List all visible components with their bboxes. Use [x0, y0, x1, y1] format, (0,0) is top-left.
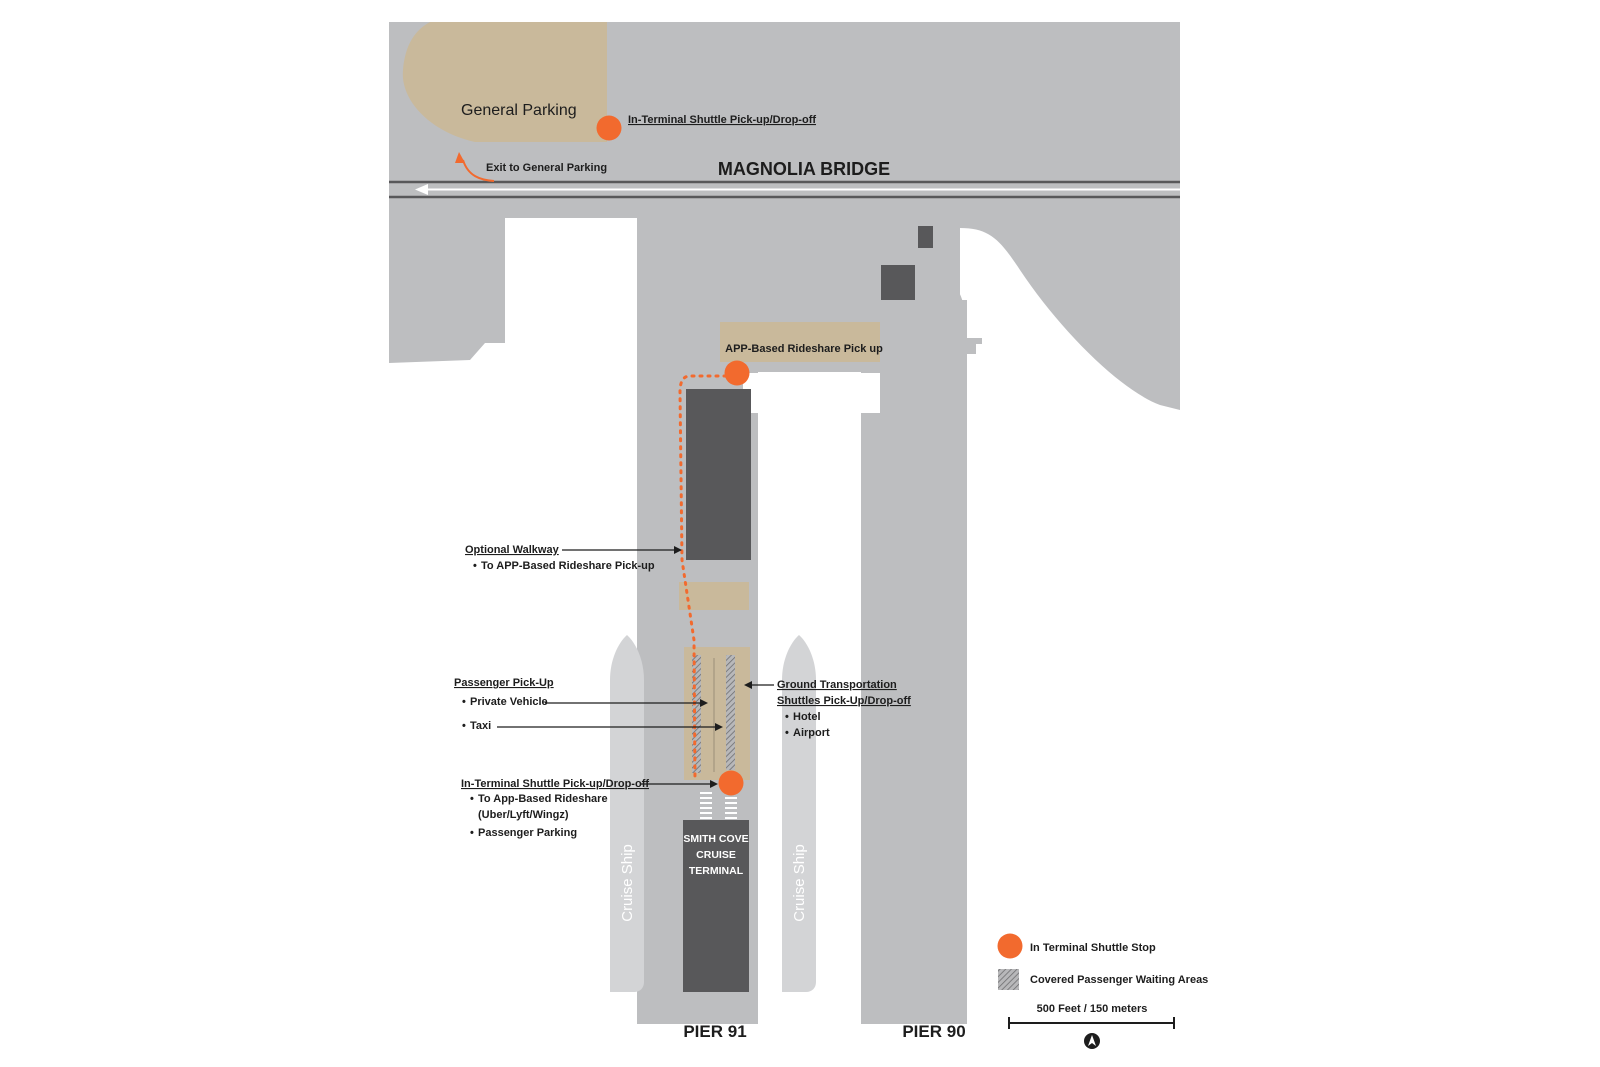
cruise-ship-left	[610, 635, 644, 992]
magnolia-bridge-road	[389, 180, 1180, 199]
pier-gap-cut	[743, 373, 880, 413]
covered-waiting-area	[692, 655, 701, 773]
covered-waiting-area	[726, 655, 735, 770]
pier90-land	[861, 300, 967, 1024]
airport-bullet: •	[785, 727, 789, 739]
passenger-parking-bullet: •	[470, 827, 474, 839]
legend-waiting-area-icon	[998, 969, 1019, 990]
shuttle-top-label: In-Terminal Shuttle Pick-up/Drop-off	[628, 114, 816, 126]
taxi-bullet: •	[462, 720, 466, 732]
terminal-label-3: TERMINAL	[689, 865, 744, 877]
shuttle-stop-icon	[724, 360, 750, 386]
scale-label: 500 Feet / 150 meters	[1037, 1003, 1148, 1015]
taxi-label: Taxi	[470, 720, 491, 732]
optional-walkway-label: Optional Walkway	[465, 544, 560, 556]
exit-arrow-head	[455, 152, 465, 163]
general-parking-label: General Parking	[461, 102, 577, 119]
ground-transport-label-1: Ground Transportation	[777, 679, 897, 691]
pier91-building	[686, 389, 751, 560]
legend-shuttle-stop-label: In Terminal Shuttle Stop	[1030, 942, 1156, 954]
smith-cove-terminal	[683, 820, 749, 992]
pier90-label: PIER 90	[902, 1022, 965, 1041]
legend: In Terminal Shuttle Stop Covered Passeng…	[997, 933, 1208, 1049]
shuttle-stop-icon	[718, 770, 744, 796]
to-rideshare-bullet: •	[470, 793, 474, 805]
hotel-bullet: •	[785, 711, 789, 723]
hotel-label: Hotel	[793, 711, 821, 723]
optional-walkway-path	[678, 374, 736, 782]
optional-walkway-bullet: •	[473, 560, 477, 572]
shuttle-stop-icon	[596, 115, 622, 141]
shuttle-bottom-label: In-Terminal Shuttle Pick-up/Drop-off	[461, 778, 649, 790]
pier90-notch	[966, 338, 982, 344]
general-parking-area	[389, 22, 607, 142]
legend-waiting-areas-label: Covered Passenger Waiting Areas	[1030, 974, 1208, 986]
rideshare-brands-label: (Uber/Lyft/Wingz)	[478, 809, 569, 821]
tan-pad	[679, 582, 749, 610]
rideshare-pickup-area	[720, 322, 880, 362]
small-building	[918, 226, 933, 248]
cruise-ship-right	[782, 635, 816, 992]
private-vehicle-bullet: •	[462, 696, 466, 708]
exit-parking-label: Exit to General Parking	[486, 162, 607, 174]
terminal-label-2: CRUISE	[696, 849, 736, 861]
to-rideshare-label: To App-Based Rideshare	[478, 793, 608, 805]
bridge-label: MAGNOLIA BRIDGE	[718, 159, 890, 179]
ground-transport-label-2: Shuttles Pick-Up/Drop-off	[777, 695, 911, 707]
cruise-ship-left-label: Cruise Ship	[619, 844, 636, 922]
exit-arrow-icon	[462, 159, 495, 182]
rideshare-label: APP-Based Rideshare Pick up	[725, 343, 883, 355]
bridge-direction-arrow-icon	[415, 184, 428, 195]
airport-label: Airport	[793, 727, 830, 739]
pier91-label: PIER 91	[683, 1022, 746, 1041]
pier90-notch-2	[966, 344, 976, 354]
cruise-ship-right-label: Cruise Ship	[791, 844, 808, 922]
passenger-pickup-label: Passenger Pick-Up	[454, 677, 554, 689]
scale-bar	[1008, 1017, 1175, 1029]
private-vehicle-label: Private Vehicle	[470, 696, 548, 708]
north-arrow-icon	[1084, 1033, 1100, 1049]
legend-shuttle-stop-icon	[997, 933, 1023, 959]
passenger-parking-label: Passenger Parking	[478, 827, 577, 839]
terminal-label-1: SMITH COVE	[683, 833, 748, 845]
small-building	[881, 265, 915, 300]
optional-walkway-item: To APP-Based Rideshare Pick-up	[481, 560, 655, 572]
